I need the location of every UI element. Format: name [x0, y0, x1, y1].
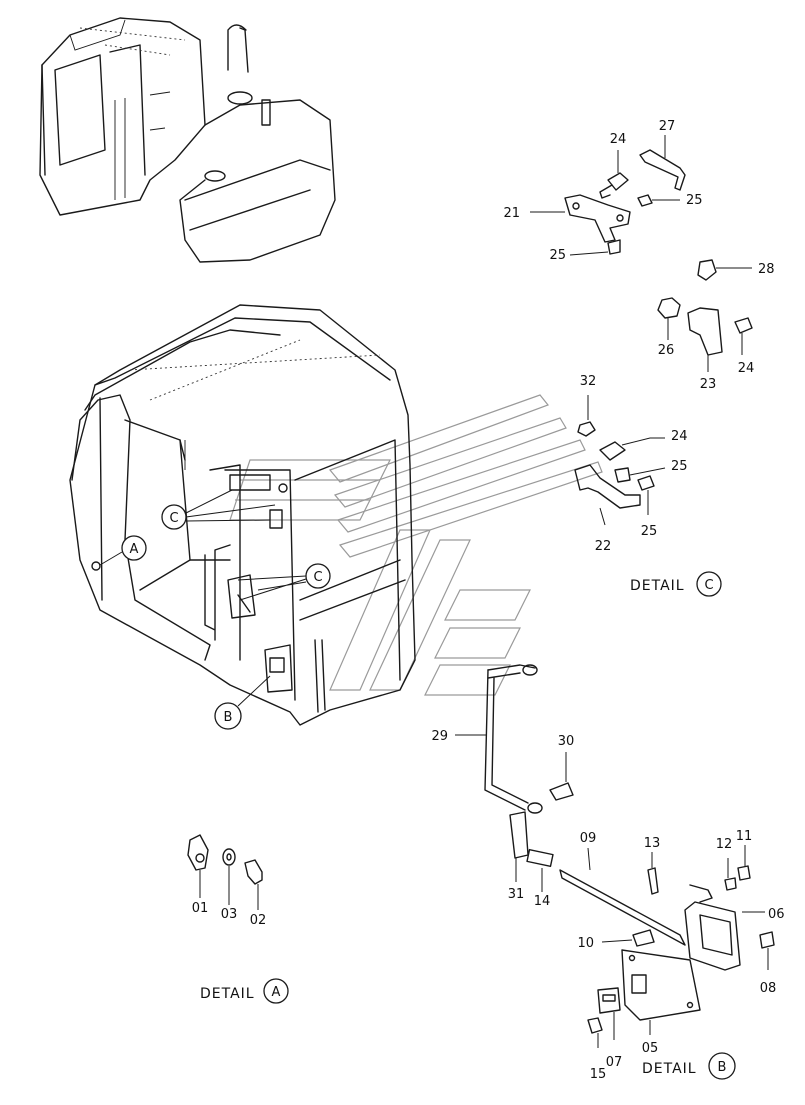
part-number: 32 — [580, 374, 597, 389]
part-number: 15 — [590, 1067, 607, 1082]
detail-c-caption: DETAIL C — [630, 571, 722, 597]
part-number: 30 — [558, 734, 575, 749]
part-number: 31 — [508, 887, 525, 902]
part-number: 07 — [606, 1055, 623, 1070]
machine-overview — [39, 17, 336, 263]
part-number: 01 — [192, 901, 209, 916]
door-lock-assembly — [587, 845, 775, 1048]
part-number: 21 — [503, 206, 520, 221]
svg-text:C: C — [313, 570, 322, 585]
bracket-lower-assembly — [574, 395, 666, 526]
part-number: 10 — [577, 936, 594, 951]
circle-callout-icon — [263, 978, 289, 1004]
part-number: 26 — [658, 343, 675, 358]
bracket-hinge-assembly — [657, 259, 753, 372]
part-number: 23 — [700, 377, 717, 392]
circle-callout-icon — [214, 702, 242, 730]
lock-rod-assembly — [455, 664, 686, 947]
detail-a-parts — [187, 834, 263, 910]
part-number: 29 — [431, 729, 448, 744]
circle-callout-icon — [708, 1052, 736, 1080]
part-number: 28 — [758, 262, 775, 277]
circle-callout-icon — [161, 504, 187, 530]
callout-a: A — [99, 535, 147, 566]
svg-text:A: A — [130, 542, 139, 557]
part-number: 03 — [221, 907, 238, 922]
part-number: 14 — [534, 894, 551, 909]
part-number: 06 — [768, 907, 785, 922]
svg-text:C: C — [169, 511, 178, 526]
part-number: 24 — [738, 361, 755, 376]
part-number: 22 — [595, 539, 612, 554]
bracket-upper-assembly — [530, 135, 686, 256]
circle-callout-icon — [305, 563, 331, 589]
svg-text:B: B — [718, 1060, 727, 1075]
svg-text:DETAIL: DETAIL — [642, 1061, 697, 1077]
svg-text:B: B — [224, 710, 233, 725]
callout-b: B — [214, 675, 271, 730]
callout-c-upper: C — [161, 489, 276, 530]
part-number: 11 — [736, 829, 753, 844]
part-number: 25 — [549, 248, 566, 263]
detail-a-caption: DETAIL A — [200, 978, 289, 1004]
part-number: 27 — [659, 119, 676, 134]
part-number: 05 — [642, 1041, 659, 1056]
svg-text:A: A — [272, 985, 281, 1000]
svg-text:DETAIL: DETAIL — [200, 986, 255, 1002]
svg-text:DETAIL: DETAIL — [630, 578, 685, 594]
part-number: 08 — [760, 981, 777, 996]
callout-c-lower: C — [237, 563, 331, 601]
part-number: 02 — [250, 913, 267, 928]
svg-text:C: C — [704, 578, 713, 593]
part-number: 12 — [716, 837, 733, 852]
part-number: 25 — [686, 193, 703, 208]
part-number: 13 — [644, 836, 661, 851]
detail-b-caption: DETAIL B — [642, 1052, 736, 1080]
watermark-logo — [229, 394, 603, 696]
part-number: 25 — [671, 459, 688, 474]
cab-main-view — [69, 304, 416, 726]
part-number: 24 — [671, 429, 688, 444]
circle-callout-icon — [696, 571, 722, 597]
part-number: 24 — [610, 132, 627, 147]
part-number: 09 — [580, 831, 597, 846]
circle-callout-icon — [121, 535, 147, 561]
part-number: 25 — [641, 524, 658, 539]
